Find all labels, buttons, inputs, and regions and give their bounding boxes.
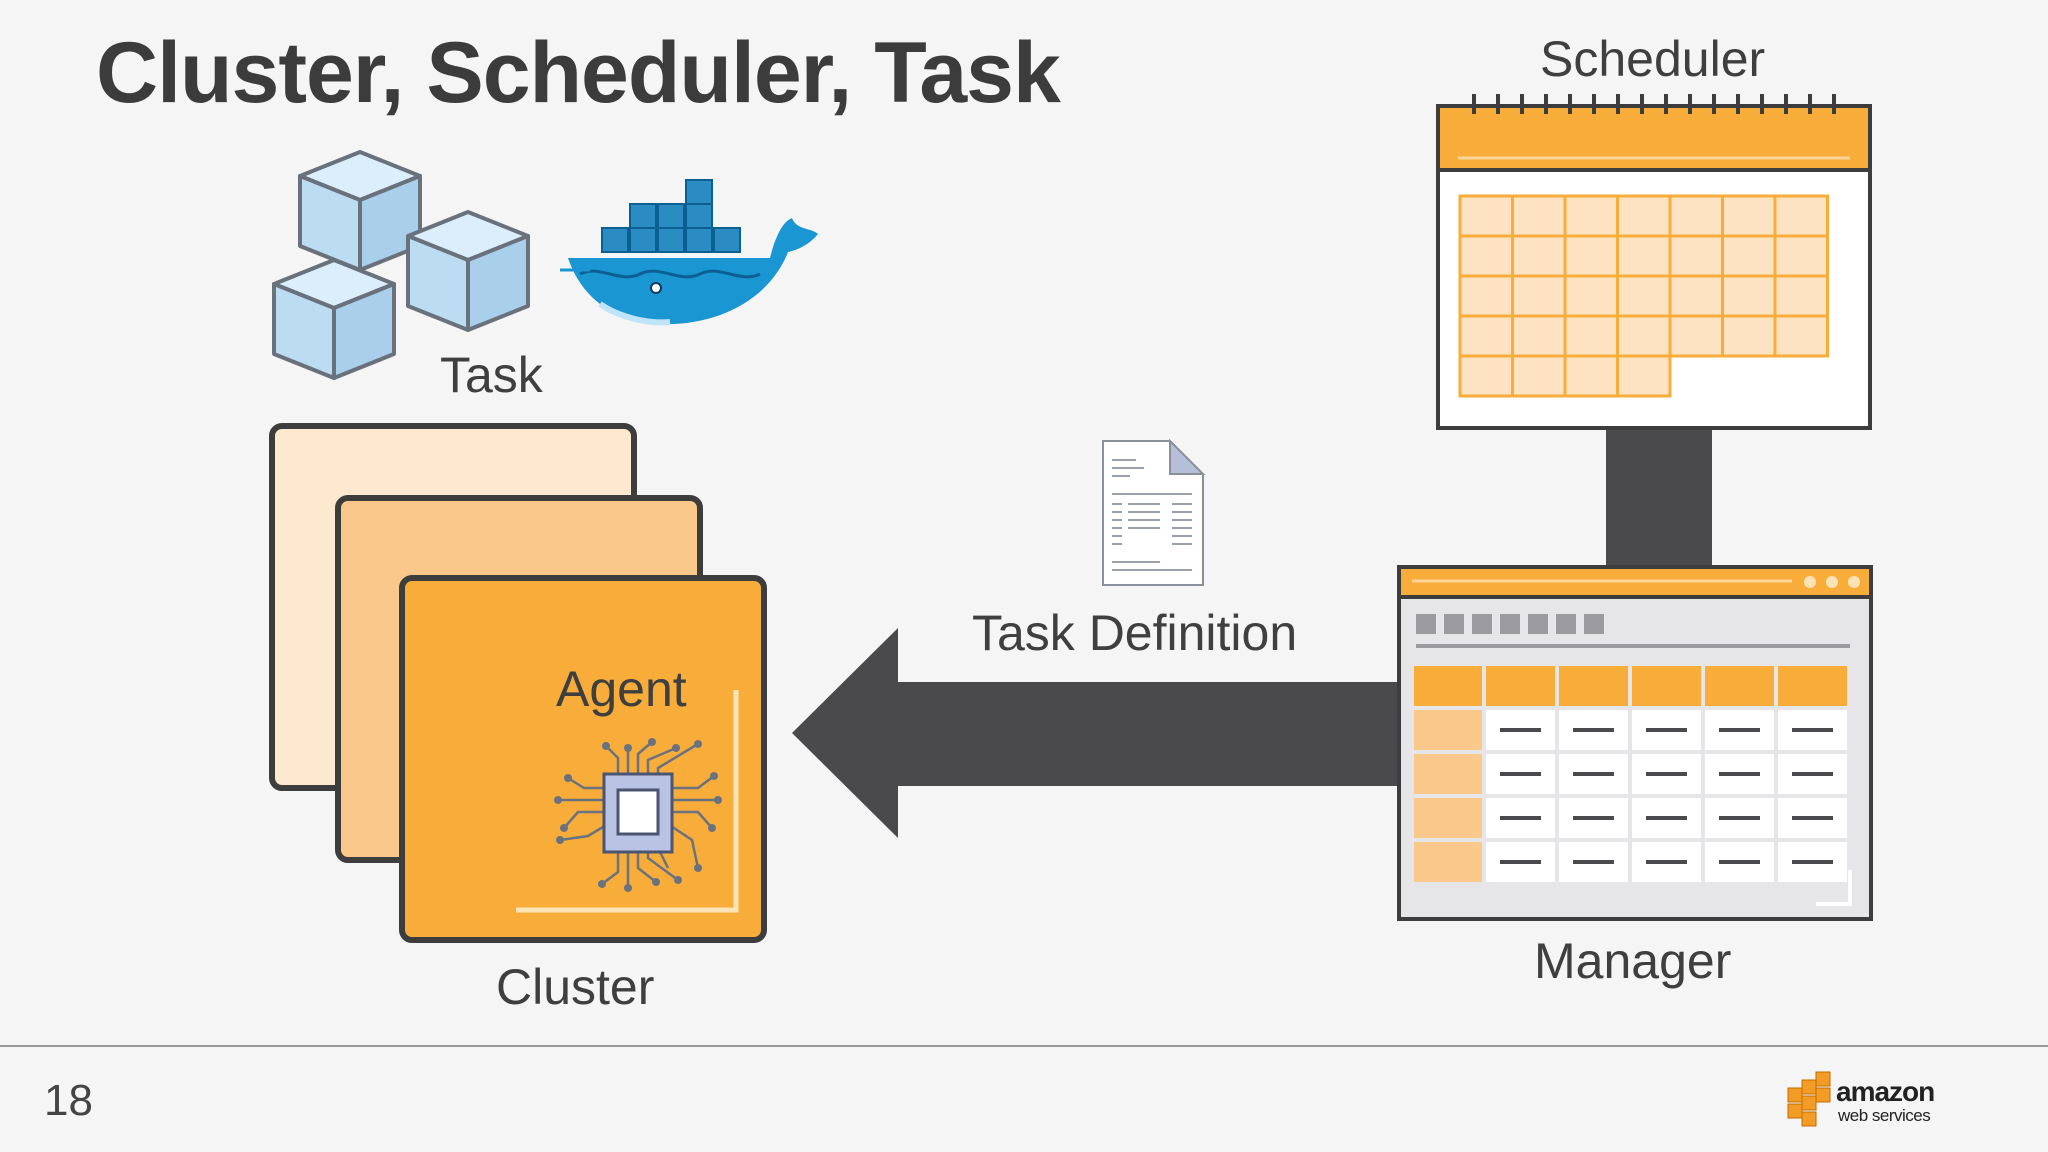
calendar-day-cell: [1458, 354, 1514, 398]
calendar-icon: [1436, 94, 1872, 572]
calendar-day-cell: [1458, 314, 1514, 358]
table-row-head-cell: [1414, 842, 1482, 882]
calendar-day-cell: [1511, 354, 1567, 398]
table-row-head-cell: [1414, 798, 1482, 838]
window-tab-block: [1584, 614, 1604, 634]
table-header-cell: [1705, 666, 1774, 706]
aws-logo-subtext: web services: [1838, 1106, 1931, 1125]
agent-label: Agent: [556, 661, 687, 717]
table-header-cell: [1486, 666, 1555, 706]
table-header-cell: [1778, 666, 1847, 706]
calendar-day-cell: [1563, 194, 1619, 238]
calendar-day-cell: [1616, 234, 1672, 278]
scheduler-label: Scheduler: [1540, 31, 1766, 87]
table-header-cell: [1414, 666, 1482, 706]
manager-label: Manager: [1534, 933, 1732, 989]
calendar-day-cell: [1616, 194, 1672, 238]
table-header-cell: [1559, 666, 1628, 706]
calendar-day-cell: [1721, 194, 1777, 238]
docker-whale-icon: [560, 179, 818, 326]
calendar-day-cell: [1616, 354, 1672, 398]
calendar-day-cell: [1668, 234, 1724, 278]
task-definition-label: Task Definition: [972, 605, 1298, 661]
slide-title: Cluster, Scheduler, Task: [96, 25, 1061, 121]
calendar-day-cell: [1563, 234, 1619, 278]
window-tab-block: [1500, 614, 1520, 634]
table-header-cell: [1632, 666, 1701, 706]
calendar-day-cell: [1721, 314, 1777, 358]
document-icon: [1102, 438, 1206, 586]
aws-logo: amazon web services: [1786, 1070, 1956, 1130]
arrow-left-icon: [792, 628, 1402, 838]
calendar-day-cell: [1458, 194, 1514, 238]
aws-logo-text: amazon: [1836, 1076, 1935, 1107]
calendar-day-cell: [1458, 274, 1514, 318]
calendar-day-cell: [1563, 274, 1619, 318]
footer-divider: [0, 1045, 2048, 1047]
aws-cubes-icon: [1787, 1071, 1831, 1127]
calendar-day-cell: [1668, 194, 1724, 238]
cpu-chip-icon: [554, 738, 722, 892]
task-label: Task: [440, 347, 543, 403]
cubes-icon: [272, 150, 530, 380]
calendar-day-cell: [1511, 194, 1567, 238]
calendar-day-cell: [1773, 314, 1829, 358]
calendar-day-cell: [1511, 314, 1567, 358]
calendar-day-cell: [1458, 234, 1514, 278]
window-tab-block: [1444, 614, 1464, 634]
calendar-day-cell: [1616, 274, 1672, 318]
cluster-label: Cluster: [496, 959, 655, 1015]
calendar-day-cell: [1773, 274, 1829, 318]
page-number: 18: [44, 1076, 93, 1125]
dashboard-window-icon: [1397, 565, 1873, 921]
calendar-day-cell: [1773, 234, 1829, 278]
calendar-day-cell: [1563, 354, 1619, 398]
window-tab-block: [1472, 614, 1492, 634]
calendar-day-cell: [1668, 314, 1724, 358]
window-tab-block: [1528, 614, 1548, 634]
calendar-day-cell: [1563, 314, 1619, 358]
calendar-day-cell: [1511, 234, 1567, 278]
table-row-head-cell: [1414, 710, 1482, 750]
calendar-day-cell: [1721, 234, 1777, 278]
calendar-day-cell: [1668, 274, 1724, 318]
window-tab-block: [1416, 614, 1436, 634]
calendar-day-cell: [1511, 274, 1567, 318]
calendar-day-cell: [1773, 194, 1829, 238]
table-row-head-cell: [1414, 754, 1482, 794]
calendar-day-cell: [1721, 274, 1777, 318]
window-tab-block: [1556, 614, 1576, 634]
calendar-day-cell: [1616, 314, 1672, 358]
